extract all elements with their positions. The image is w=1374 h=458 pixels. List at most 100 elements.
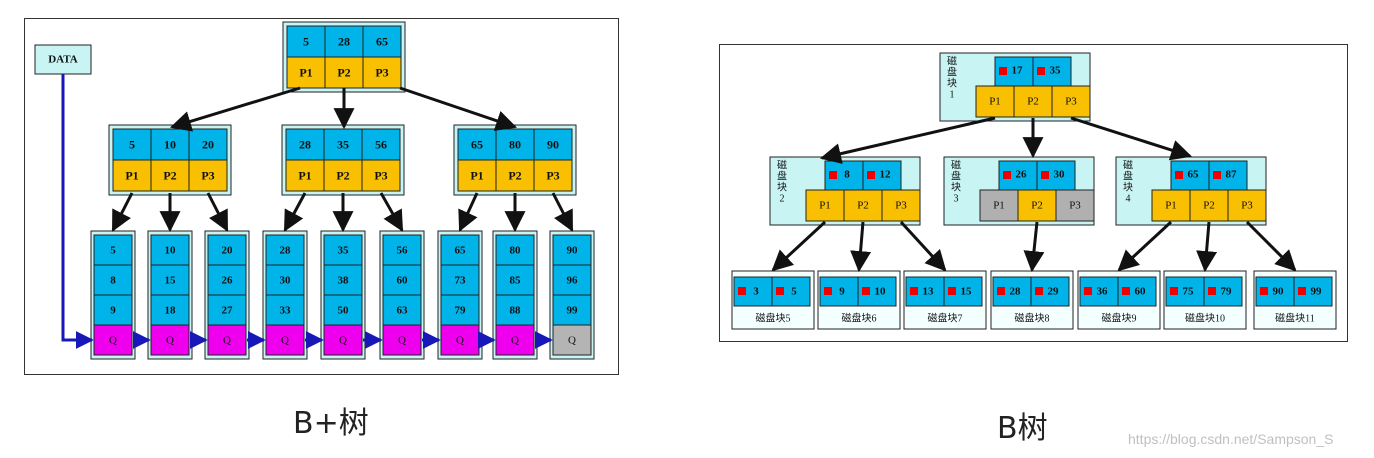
btree-leaf-key-marker [948, 287, 956, 295]
bplus-leaf-key: 63 [397, 305, 409, 317]
bplus-internal-key: 90 [547, 137, 559, 151]
bplus-internal-ptr-cell [188, 159, 228, 192]
btree-middle-ptr-cell [881, 189, 921, 222]
bplus-leaf-q: Q [223, 335, 231, 347]
bplus-internal-key: 35 [337, 137, 349, 151]
bplus-leaf-key: 10 [165, 245, 177, 257]
bplus-internal-ptr: P2 [508, 168, 521, 182]
btree-root-label: 盘 [947, 65, 957, 78]
bplus-leaf-key: 5 [110, 245, 116, 257]
bplus-leaf-key: 33 [280, 305, 292, 317]
bplus-leaf-key: 99 [567, 305, 579, 317]
bplus-internal-key: 80 [509, 137, 521, 151]
btree-root-ptr: P1 [989, 96, 1001, 108]
btree-root-label: 1 [950, 89, 955, 100]
btree-leaf-key-marker [910, 287, 918, 295]
bplus-leaf-key-cell [323, 264, 363, 296]
btree-middle-arrow [1245, 220, 1297, 272]
bplus-leaf-key-cell [93, 264, 133, 296]
btree-leaf-key-marker [997, 287, 1005, 295]
bplus-leaf-key: 35 [338, 245, 350, 257]
bplus-leaf-q: Q [281, 335, 289, 347]
btree-leaf-key-cell [905, 276, 945, 307]
bplus-leaf-key-cell [382, 264, 422, 296]
btree-leaf-key: 90 [1273, 286, 1285, 298]
btree-leaf-key-marker [738, 287, 746, 295]
watermark: https://blog.csdn.net/Sampson_S [1128, 431, 1334, 447]
btree-middle-key-marker [1041, 171, 1049, 179]
bplus-leaf-key-cell [552, 234, 592, 266]
btree-middle-key-marker [829, 171, 837, 179]
bplus-leaf-q-cell [207, 324, 247, 356]
btree-root-ptr: P2 [1027, 96, 1039, 108]
btree-middle-label: 盘 [1123, 169, 1133, 182]
bplus-internal-arrow [379, 192, 404, 232]
btree-leaf-key-marker [1260, 287, 1268, 295]
bplus-root-arrow [169, 86, 301, 132]
bplus-leaf-q-cell [382, 324, 422, 356]
bplus-internal-ptr: P2 [336, 168, 349, 182]
bplus-leaf-q: Q [166, 335, 174, 347]
btree-middle-ptr-cell [1055, 189, 1095, 222]
bplus-internal-ptr-cell [285, 159, 325, 192]
btree-middle-ptr-cell [1017, 189, 1057, 222]
bplus-leaf-key: 27 [222, 305, 234, 317]
bplus-leaf-key: 85 [510, 275, 522, 287]
bplus-leaf-key-cell [207, 234, 247, 266]
btree-leaf-label: 磁盘块9 [1102, 311, 1137, 324]
bplus-leaf-key-cell [207, 264, 247, 296]
btree-root-label: 磁 [947, 54, 957, 67]
btree-middle-arrow [850, 221, 872, 273]
btree-leaf-label: 磁盘块8 [1015, 311, 1050, 324]
btree-middle-ptr-cell [1151, 189, 1191, 222]
bplus-internal-key-cell [495, 128, 535, 161]
btree-root-label: 块 [947, 77, 957, 89]
btree-middle-ptr: P2 [857, 200, 869, 212]
bplus-leaf-key-cell [495, 234, 535, 266]
btree-root-ptr-cell [975, 85, 1015, 118]
btree-leaf-label: 磁盘块10 [1185, 311, 1225, 324]
btree-root-arrow [819, 116, 996, 164]
btree-middle-ptr: P3 [895, 200, 907, 212]
bplus-leaf-key-cell [552, 264, 592, 296]
btree-middle-ptr-cell [1227, 189, 1267, 222]
btree-middle-label: 4 [1126, 193, 1131, 204]
btree-leaf-key: 3 [753, 286, 759, 298]
bplus-internal-arrow [206, 192, 229, 232]
btree-middle-ptr-cell [979, 189, 1019, 222]
btree-middle-label: 2 [780, 193, 785, 204]
btree-leaf-key: 29 [1048, 286, 1060, 298]
btree-middle-key: 65 [1188, 169, 1200, 181]
btree-caption: B树 [997, 411, 1048, 446]
bplus-leaf-key: 18 [165, 305, 177, 317]
bplus-leaf-q: Q [456, 335, 464, 347]
bplus-leaf-q: Q [109, 335, 117, 347]
btree-root-ptr-cell [1051, 85, 1091, 118]
bplus-internal-key: 28 [299, 137, 311, 151]
btree-leaf-label: 磁盘块5 [756, 311, 791, 324]
bplus-leaf-key-cell [440, 234, 480, 266]
btree-leaf-key: 9 [839, 286, 845, 298]
bplus-leaf-key: 56 [397, 245, 409, 257]
bplus-internal-key-cell [112, 128, 152, 161]
bplus-internal-arrow [111, 192, 134, 232]
btree-root-key-marker [1037, 67, 1045, 75]
bplus-leaf-q: Q [511, 335, 519, 347]
bplus-internal-arrow [551, 192, 574, 232]
bplus-leaf-key-cell [323, 234, 363, 266]
bplus-root-key-cell [324, 25, 364, 58]
bplus-internal-key: 20 [202, 137, 214, 151]
bplus-data-link [61, 74, 94, 349]
btree-middle-label: 块 [1123, 181, 1133, 193]
btree-middle-arrow [1117, 220, 1173, 272]
bplus-leaf-key: 26 [222, 275, 234, 287]
btree-leaf-key-marker [1298, 287, 1306, 295]
bplus-leaf-key-cell [440, 264, 480, 296]
bplus-leaf-key-cell [552, 294, 592, 326]
btree-root-arrow [1070, 116, 1193, 161]
btree-root-key-marker [999, 67, 1007, 75]
bplus-internal-key-cell [323, 128, 363, 161]
btree-leaf-key: 75 [1183, 286, 1195, 298]
btree-middle-ptr: P3 [1241, 200, 1253, 212]
bplus-leaf-q-cell [93, 324, 133, 356]
